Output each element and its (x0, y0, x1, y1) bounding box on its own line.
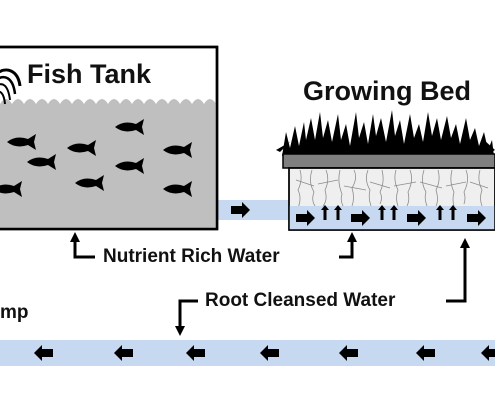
pump-label: mp (0, 302, 29, 323)
feed-pipe (215, 200, 290, 220)
cleansed-connector (175, 238, 470, 336)
return-pipe (0, 340, 495, 366)
nutrient-connector (70, 232, 357, 259)
root-icon (295, 169, 489, 209)
growing-bed (276, 110, 495, 231)
root-cleansed-water-label: Root Cleansed Water (205, 290, 396, 311)
water-pour-icon (0, 68, 22, 105)
fish-tank (0, 45, 219, 231)
growing-bed-label: Growing Bed (303, 76, 471, 106)
plant-icon (276, 110, 495, 156)
fish-tank-label: Fish Tank (27, 59, 152, 89)
nutrient-rich-water-label: Nutrient Rich Water (103, 246, 280, 267)
